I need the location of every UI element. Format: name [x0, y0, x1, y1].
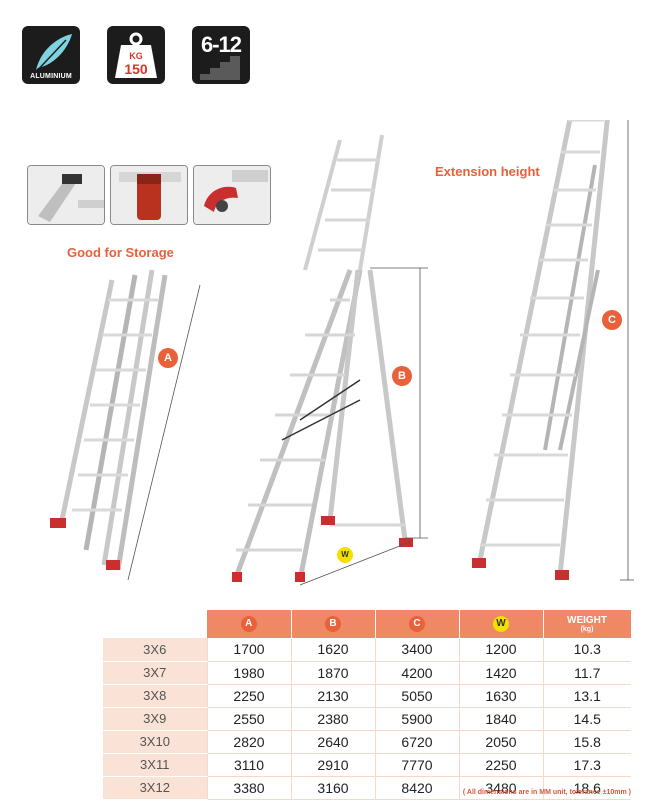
model-cell: 3X9: [103, 707, 208, 731]
header-a-circle: A: [240, 616, 257, 632]
model-cell: 3X12: [103, 776, 208, 800]
foot-cap-detail-thumbnail: [110, 165, 188, 225]
w-cell: 1200: [459, 638, 544, 662]
load-value: 150: [124, 61, 148, 77]
dimensions-footnote: ( All dimensions are in MM unit, toleran…: [462, 789, 631, 796]
table-row: 3X7 1980 1870 4200 1420 11.7: [103, 661, 631, 685]
header-c-circle: C: [409, 616, 425, 632]
model-cell: 3X6: [103, 638, 208, 662]
model-cell: 3X10: [103, 730, 208, 754]
weight-cell: 15.8: [543, 730, 631, 754]
dimension-marker-c: C: [602, 310, 622, 330]
aluminium-badge: ALUMINIUM: [22, 26, 80, 84]
weight-cell: 11.7: [543, 661, 631, 685]
ladder-illustrations: [50, 120, 634, 586]
table-row: 3X6 1700 1620 3400 1200 10.3: [103, 638, 631, 662]
header-weight: WEIGHT(kg): [543, 610, 632, 638]
w-cell: 1840: [459, 707, 544, 731]
weight-cell: 14.5: [543, 707, 631, 731]
weight-label: WEIGHT: [567, 614, 607, 626]
b-cell: 1870: [291, 661, 376, 685]
stairs-icon: [200, 56, 240, 80]
b-cell: 1620: [291, 638, 376, 662]
header-b-circle: B: [325, 616, 341, 632]
weight-unit: (kg): [580, 625, 594, 633]
w-cell: 2250: [459, 753, 544, 777]
model-cell: 3X11: [103, 753, 208, 777]
b-cell: 2640: [291, 730, 376, 754]
weight-cell: 17.3: [543, 753, 631, 777]
dimension-marker-b: B: [392, 366, 412, 386]
extended-ladder-illustration: [472, 120, 634, 581]
c-cell: 8420: [375, 776, 460, 800]
a-cell: 2820: [207, 730, 292, 754]
a-cell: 2250: [207, 684, 292, 708]
model-cell: 3X8: [103, 684, 208, 708]
header-w-circle: W: [493, 616, 509, 632]
c-cell: 5050: [375, 684, 460, 708]
b-cell: 2130: [291, 684, 376, 708]
weight-cell: 10.3: [543, 638, 631, 662]
table-row: 3X12 3380 3160 8420 3480 18.6: [103, 776, 631, 800]
c-cell: 4200: [375, 661, 460, 685]
b-cell: 2910: [291, 753, 376, 777]
storage-caption: Good for Storage: [67, 245, 174, 260]
aluminium-label: ALUMINIUM: [30, 73, 72, 80]
dimension-marker-a: A: [158, 348, 178, 368]
b-cell: 3160: [291, 776, 376, 800]
load-capacity-badge: KG 150: [107, 26, 165, 84]
c-cell: 6720: [375, 730, 460, 754]
table-row: 3X9 2550 2380 5900 1840 14.5: [103, 707, 631, 731]
header-w: W: [459, 610, 544, 638]
weight-cell: 18.6: [543, 776, 631, 800]
a-cell: 3110: [207, 753, 292, 777]
a-cell: 3380: [207, 776, 292, 800]
c-cell: 7770: [375, 753, 460, 777]
c-cell: 5900: [375, 707, 460, 731]
model-cell: 3X7: [103, 661, 208, 685]
c-cell: 3400: [375, 638, 460, 662]
feather-icon: [33, 34, 72, 75]
clamp-detail-thumbnail: [193, 165, 271, 225]
w-cell: 3480: [459, 776, 544, 800]
w-cell: 1630: [459, 684, 544, 708]
load-unit: KG: [129, 51, 143, 61]
specification-table: A B C W WEIGHT(kg) 3X6 1700 1620 3400 12…: [103, 610, 632, 800]
a-cell: 1980: [207, 661, 292, 685]
steps-badge: 6-12: [192, 26, 250, 84]
table-row: 3X11 3110 2910 7770 2250 17.3: [103, 753, 631, 777]
b-cell: 2380: [291, 707, 376, 731]
header-b: B: [291, 610, 376, 638]
dimension-marker-w: W: [337, 547, 353, 563]
header-a: A: [207, 610, 292, 638]
steps-label: 6-12: [200, 32, 242, 57]
model-header: [103, 610, 207, 638]
extension-height-caption: Extension height: [435, 164, 540, 179]
table-row: 3X8 2250 2130 5050 1630 13.1: [103, 684, 631, 708]
weight-cell: 13.1: [543, 684, 631, 708]
aframe-ladder-illustration: [232, 134, 428, 586]
a-cell: 2550: [207, 707, 292, 731]
a-cell: 1700: [207, 638, 292, 662]
weight-icon: KG 150: [115, 32, 157, 78]
table-header-row: A B C W WEIGHT(kg): [103, 610, 632, 638]
table-row: 3X10 2820 2640 6720 2050 15.8: [103, 730, 631, 754]
w-cell: 2050: [459, 730, 544, 754]
hinge-detail-thumbnail: [27, 165, 105, 225]
header-c: C: [375, 610, 460, 638]
w-cell: 1420: [459, 661, 544, 685]
folded-ladder-illustration: [50, 269, 201, 581]
